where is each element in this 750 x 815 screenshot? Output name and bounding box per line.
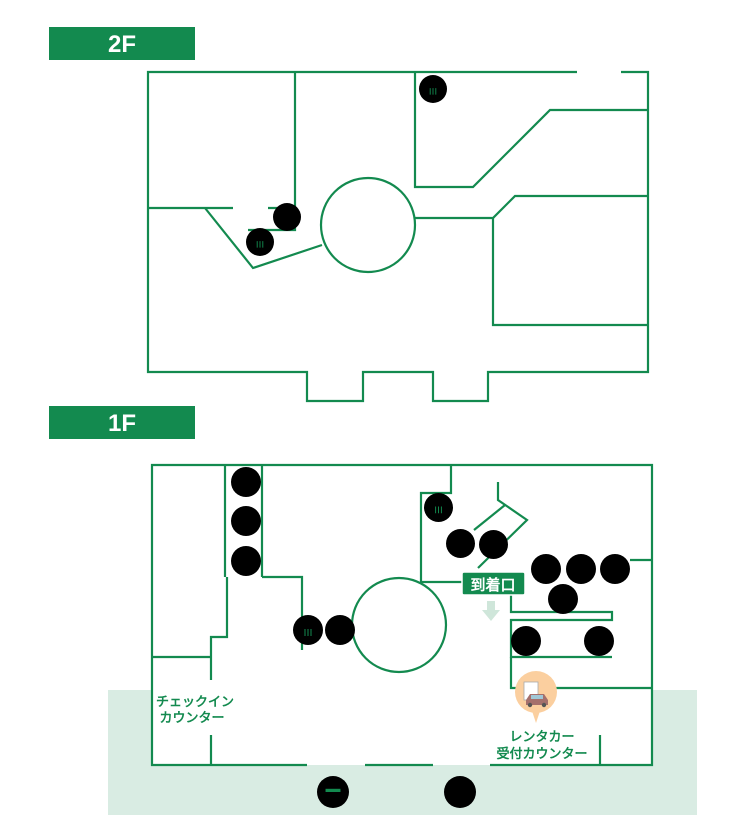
family-restroom-icon (548, 584, 578, 614)
accessible-restroom-icon (231, 506, 261, 536)
parking-icon (444, 776, 476, 808)
floor-banner-1f: 1F (49, 406, 195, 439)
arrival-gate-text: 到着口 (470, 576, 515, 594)
arrow-down-icon (482, 601, 500, 621)
accessible-restroom-icon (566, 554, 596, 584)
rental-car-icon (515, 671, 557, 723)
elevator-icon (424, 493, 453, 522)
floor-banner-2f: 2F (49, 27, 195, 60)
mens-restroom-icon (231, 467, 261, 497)
floor-label-2f: 2F (108, 31, 136, 58)
baby-changing-icon (584, 626, 614, 656)
elevator-icon (419, 75, 447, 103)
accessible-restroom-icon (511, 626, 541, 656)
rental-counter-label-1: レンタカー (509, 730, 574, 745)
floor-walls-2f (146, 70, 650, 403)
floor-1f: 1F (49, 406, 697, 815)
stairs-icon (325, 615, 355, 645)
womens-restroom-icon (600, 554, 630, 584)
floor-label-1f: 1F (108, 410, 136, 437)
floor-2f: 2F (49, 27, 650, 403)
bus-icon (317, 776, 349, 808)
mens-restroom-icon (531, 554, 561, 584)
elevator-icon (246, 228, 274, 256)
escalator-icon (446, 529, 475, 558)
arrival-gate-label: 到着口 (461, 571, 526, 596)
checkin-counter-label-2: カウンター (159, 711, 224, 726)
womens-restroom-icon (231, 546, 261, 576)
stairs-icon (479, 530, 508, 559)
rental-counter-label-2: 受付カウンター (496, 746, 587, 762)
checkin-counter-label-1: チェックイン (156, 695, 234, 710)
elevator-icon (293, 615, 323, 645)
stairs-icon (273, 203, 301, 231)
